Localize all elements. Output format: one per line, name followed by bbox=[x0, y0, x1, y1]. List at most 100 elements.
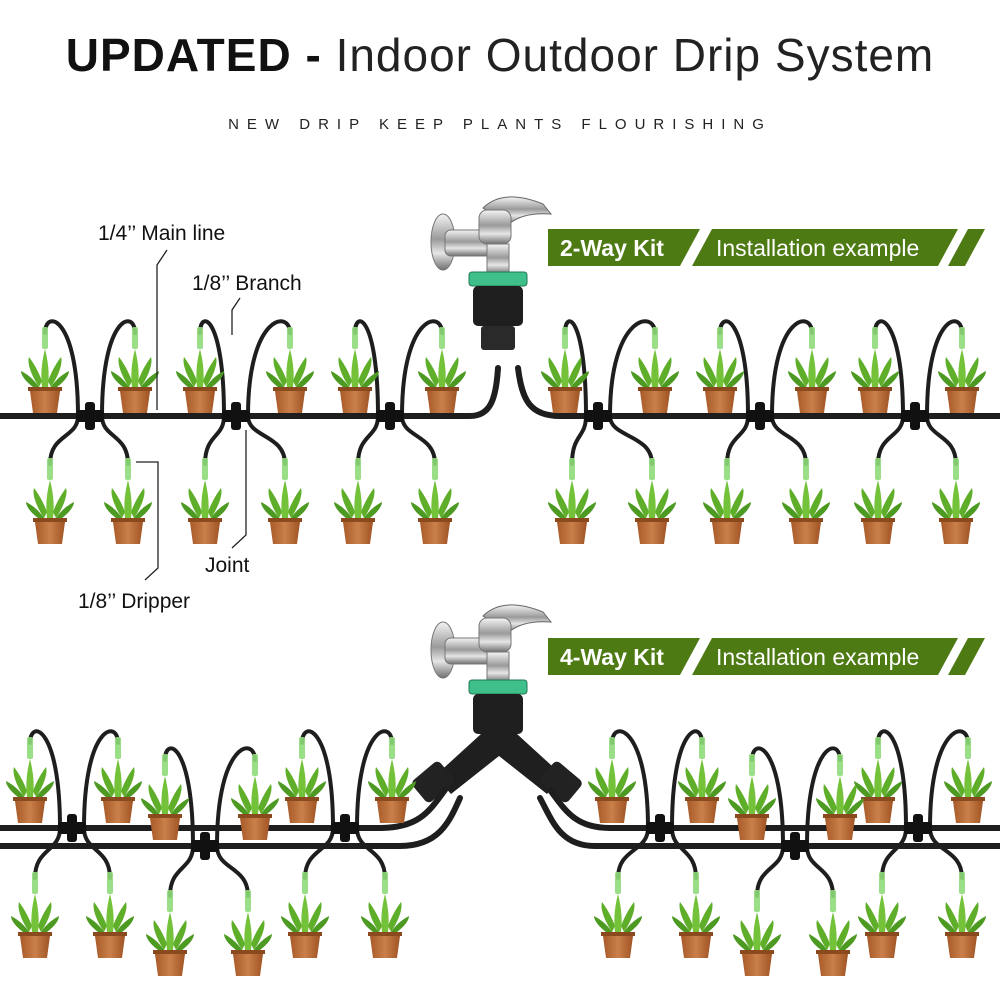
tube bbox=[163, 746, 195, 848]
tube bbox=[608, 319, 657, 418]
page-subtitle: NEW DRIP KEEP PLANTS FLOURISHING bbox=[228, 116, 772, 133]
potted-plant bbox=[331, 349, 379, 413]
potted-plant bbox=[938, 894, 986, 958]
tube bbox=[0, 787, 448, 831]
potted-plant bbox=[854, 480, 902, 544]
dripper bbox=[162, 754, 168, 776]
branch-label: 1/8’’ Branch bbox=[192, 272, 302, 295]
tap-adapter bbox=[473, 694, 523, 734]
dripper bbox=[609, 737, 615, 759]
dripper bbox=[32, 872, 38, 894]
potted-plant bbox=[858, 894, 906, 958]
tube bbox=[608, 414, 654, 466]
tube bbox=[246, 414, 287, 466]
potted-plant bbox=[334, 480, 382, 544]
potted-plant bbox=[782, 480, 830, 544]
dripper bbox=[652, 327, 658, 349]
dripper bbox=[875, 737, 881, 759]
tube bbox=[755, 844, 785, 898]
tube bbox=[400, 414, 437, 466]
tube bbox=[100, 414, 130, 466]
dripper bbox=[125, 458, 131, 480]
tube bbox=[356, 414, 380, 466]
dripper bbox=[389, 737, 395, 759]
dripper bbox=[382, 872, 388, 894]
dripper bbox=[245, 890, 251, 912]
potted-plant bbox=[678, 759, 726, 823]
potted-plant bbox=[11, 894, 59, 958]
four-way-tubing bbox=[0, 729, 1000, 898]
tube bbox=[876, 729, 908, 830]
four-way-banner: 4-Way Kit Installation example bbox=[548, 638, 985, 675]
potted-plant bbox=[733, 912, 781, 976]
potted-plant bbox=[21, 349, 69, 413]
tube bbox=[537, 795, 1000, 849]
tube bbox=[300, 729, 335, 830]
tube bbox=[198, 319, 226, 418]
callout-joint: Joint bbox=[205, 430, 250, 577]
potted-plant bbox=[86, 894, 134, 958]
tube bbox=[0, 365, 501, 419]
potted-plant bbox=[851, 349, 899, 413]
tube bbox=[770, 319, 814, 418]
dripper bbox=[167, 890, 173, 912]
potted-plant bbox=[588, 759, 636, 823]
faucet-spout bbox=[486, 651, 510, 683]
tube bbox=[750, 746, 785, 848]
tee-joint bbox=[790, 832, 800, 860]
tube bbox=[400, 319, 444, 418]
potted-plant bbox=[176, 349, 224, 413]
potted-plant bbox=[854, 759, 902, 823]
tube bbox=[925, 414, 958, 466]
tube bbox=[876, 414, 905, 466]
callout-branch: 1/8’’ Branch bbox=[192, 272, 302, 335]
potted-plant bbox=[696, 349, 744, 413]
tap-connector-ring bbox=[468, 679, 528, 695]
tube bbox=[215, 746, 257, 848]
dripper bbox=[875, 458, 881, 480]
dripper bbox=[749, 754, 755, 776]
four-way-kit-label: 4-Way Kit bbox=[560, 644, 664, 670]
main-line-label: 1/4’’ Main line bbox=[98, 222, 225, 245]
valve-right bbox=[540, 761, 582, 803]
top-faucet-assembly bbox=[430, 196, 553, 350]
tube bbox=[215, 844, 250, 898]
callout-main-line: 1/4’’ Main line bbox=[98, 222, 225, 410]
dripper bbox=[132, 327, 138, 349]
bottom-faucet-assembly bbox=[412, 604, 582, 803]
potted-plant bbox=[261, 480, 309, 544]
potted-plant bbox=[809, 912, 857, 976]
tube bbox=[670, 826, 698, 880]
tee-joint bbox=[755, 402, 765, 430]
dripper bbox=[252, 754, 258, 776]
potted-plant bbox=[281, 894, 329, 958]
potted-plant bbox=[266, 349, 314, 413]
tube bbox=[515, 365, 1000, 419]
dripper bbox=[724, 458, 730, 480]
dripper bbox=[830, 890, 836, 912]
dripper bbox=[282, 458, 288, 480]
dripper bbox=[809, 327, 815, 349]
dripper bbox=[803, 458, 809, 480]
two-way-kit-label: 2-Way Kit bbox=[560, 235, 664, 261]
tube bbox=[100, 319, 137, 418]
four-way-caption: Installation example bbox=[716, 644, 919, 670]
tee-joint bbox=[231, 402, 241, 430]
valve-left bbox=[412, 761, 454, 803]
dripper bbox=[569, 458, 575, 480]
dripper bbox=[42, 327, 48, 349]
dripper bbox=[47, 458, 53, 480]
tee-joint bbox=[200, 832, 210, 860]
potted-plant bbox=[548, 480, 596, 544]
tube bbox=[880, 826, 908, 880]
potted-plant bbox=[26, 480, 74, 544]
dripper-label: 1/8’’ Dripper bbox=[78, 590, 190, 613]
page-title: UPDATED - Indoor Outdoor Drip System bbox=[0, 28, 1000, 82]
tube bbox=[925, 319, 964, 418]
tube bbox=[670, 729, 704, 830]
tube bbox=[168, 844, 195, 898]
tube bbox=[725, 414, 750, 466]
potted-plant bbox=[628, 480, 676, 544]
potted-plant bbox=[181, 480, 229, 544]
